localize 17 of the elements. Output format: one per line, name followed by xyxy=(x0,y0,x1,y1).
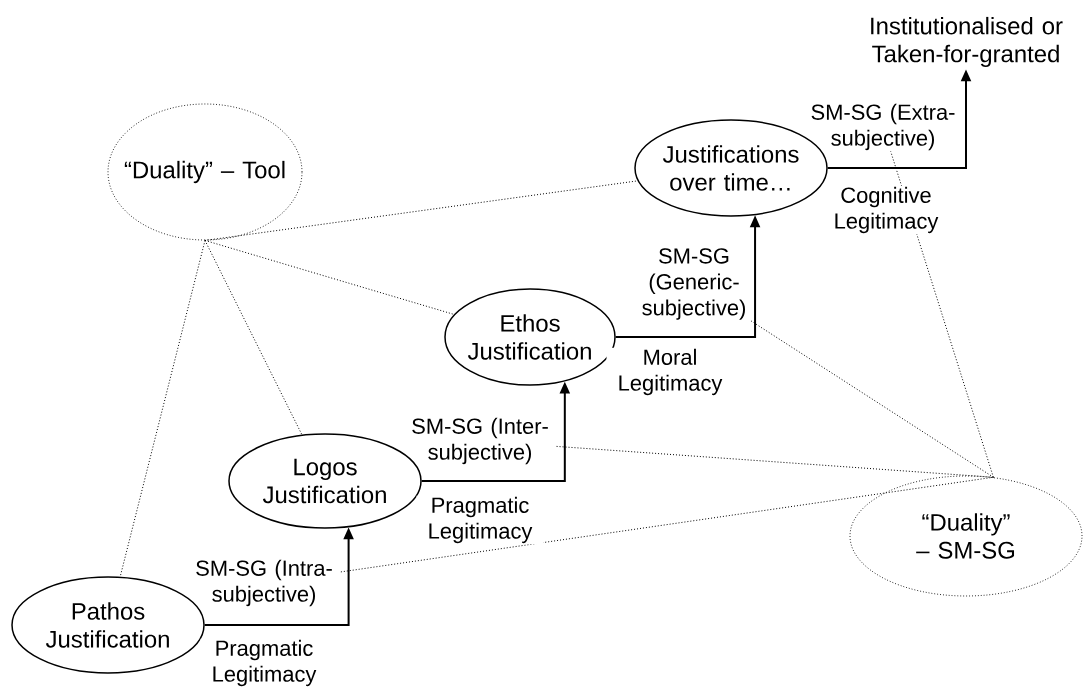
edge-label: Pragmatic Legitimacy xyxy=(200,638,328,688)
dotted-oval: “Duality” – SM-SG xyxy=(849,475,1083,597)
dotted-line xyxy=(339,476,994,573)
oval: Justifications over time… xyxy=(634,119,828,217)
edge-label: Moral Legitimacy xyxy=(606,347,734,397)
oval: Logos Justification xyxy=(228,433,422,529)
dotted-line xyxy=(119,239,206,578)
oval: Pathos Justification xyxy=(11,576,205,674)
dotted-line xyxy=(890,150,994,478)
text-label: SM-SG (Generic-subjective) xyxy=(642,248,745,320)
edge-label: Pragmatic Legitimacy xyxy=(416,495,544,545)
text-label: Institutionalised or Taken-for-granted xyxy=(871,16,1063,68)
dotted-oval: “Duality” – Tool xyxy=(107,103,303,241)
dotted-line xyxy=(750,320,994,478)
edge-label: Cognitive Legitimacy xyxy=(822,185,950,235)
dotted-line xyxy=(204,239,303,436)
oval: Ethos Justification xyxy=(444,288,616,386)
